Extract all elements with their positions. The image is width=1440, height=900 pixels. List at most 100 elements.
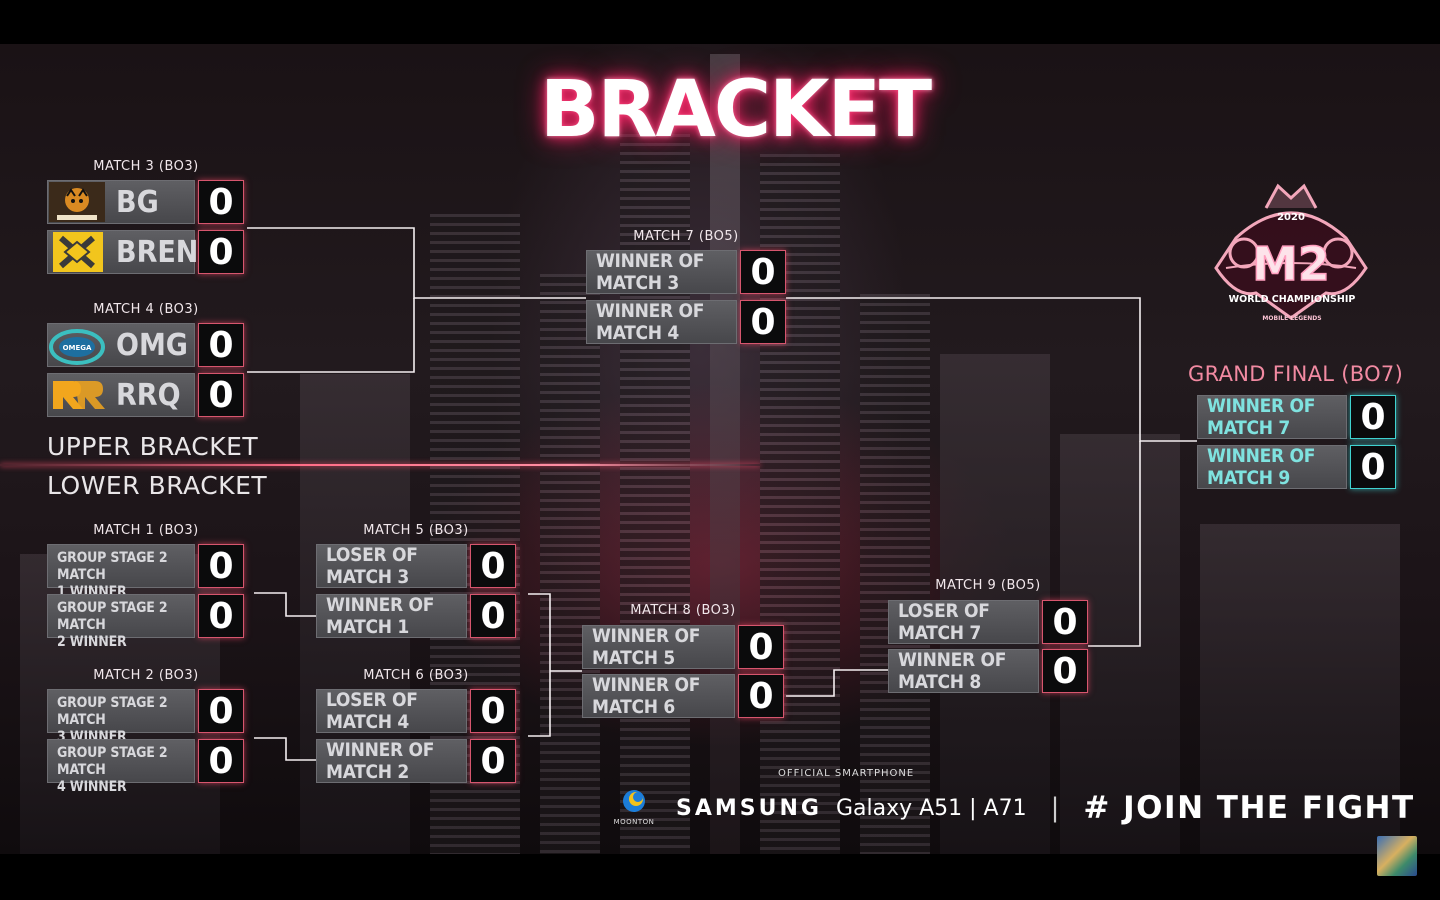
bracket-connector <box>786 669 888 697</box>
moonton-logo: MOONTON <box>606 788 662 826</box>
slot-name-box: LOSER OF MATCH 7 <box>888 600 1039 644</box>
building-bg <box>1060 434 1180 854</box>
bren-esports-logo-icon <box>48 231 106 273</box>
slot-name-box: WINNER OF MATCH 1 <box>316 594 467 638</box>
match-6-slot-2[interactable]: WINNER OF MATCH 2 0 <box>316 739 516 783</box>
team-name-box: BG <box>47 180 195 224</box>
match-4-slot-2[interactable]: RRQ 0 <box>47 373 244 417</box>
bracket-divider <box>0 464 760 466</box>
building-bg <box>710 54 740 854</box>
slot-name-box: WINNER OF MATCH 3 <box>586 250 737 294</box>
slot-name-box: GROUP STAGE 2 MATCH 3 WINNER <box>47 689 195 745</box>
page-title: BRACKET <box>540 65 932 155</box>
match-2-slot-2[interactable]: GROUP STAGE 2 MATCH 4 WINNER 0 <box>47 739 244 795</box>
match-2-label: MATCH 2 (BO3) <box>93 668 199 683</box>
slot-name-box: LOSER OF MATCH 4 <box>316 689 467 733</box>
grand-final-slot-1[interactable]: WINNER OF MATCH 7 0 <box>1197 395 1396 439</box>
moonton-icon <box>623 790 645 812</box>
slot-name-line2: 4 WINNER <box>57 779 127 795</box>
score: 0 <box>198 594 244 638</box>
slot-name: WINNER OF MATCH 1 <box>326 594 435 638</box>
match-4-label: MATCH 4 (BO3) <box>93 302 199 317</box>
building-bg <box>540 274 600 854</box>
svg-text:OMEGA: OMEGA <box>63 344 92 352</box>
score: 0 <box>470 544 516 588</box>
score: 0 <box>198 323 244 367</box>
bracket-connector <box>254 737 316 761</box>
bracket-connector <box>247 298 415 373</box>
bracket-connector <box>254 592 316 617</box>
match-8-slot-1[interactable]: WINNER OF MATCH 5 0 <box>582 625 784 669</box>
match-1-slot-1[interactable]: GROUP STAGE 2 MATCH 1 WINNER 0 <box>47 544 244 600</box>
official-smartphone-label: OFFICIAL SMARTPHONE <box>778 768 915 779</box>
slot-name-box: GROUP STAGE 2 MATCH 2 WINNER <box>47 594 195 650</box>
slot-name-box: WINNER OF MATCH 2 <box>316 739 467 783</box>
match-3-slot-2[interactable]: BREN 0 <box>47 230 244 274</box>
match-4-slot-1[interactable]: OMEGA OMG 0 <box>47 323 244 367</box>
hashtag: # JOIN THE FIGHT <box>1083 790 1415 826</box>
match-7-slot-1[interactable]: WINNER OF MATCH 3 0 <box>586 250 786 294</box>
score: 0 <box>198 230 244 274</box>
score: 0 <box>198 180 244 224</box>
score: 0 <box>198 689 244 733</box>
grand-final-slot-2[interactable]: WINNER OF MATCH 9 0 <box>1197 445 1396 489</box>
team-name: BG <box>116 184 159 220</box>
match-9-slot-2[interactable]: WINNER OF MATCH 8 0 <box>888 649 1088 693</box>
match-9-slot-1[interactable]: LOSER OF MATCH 7 0 <box>888 600 1088 644</box>
slot-name: WINNER OF MATCH 6 <box>592 674 701 718</box>
match-9-label: MATCH 9 (BO5) <box>935 578 1041 593</box>
slot-name: WINNER OF MATCH 2 <box>326 739 435 783</box>
channel-avatar[interactable] <box>1377 836 1417 876</box>
slot-name-box: GROUP STAGE 2 MATCH 1 WINNER <box>47 544 195 600</box>
match-6-slot-1[interactable]: LOSER OF MATCH 4 0 <box>316 689 516 733</box>
slot-name: WINNER OF MATCH 3 <box>596 250 705 294</box>
slot-name-box: WINNER OF MATCH 6 <box>582 674 735 718</box>
logo-sub: MOBILE LEGENDS <box>1262 315 1321 322</box>
slot-name: WINNER OF MATCH 8 <box>898 649 1007 693</box>
match-1-slot-2[interactable]: GROUP STAGE 2 MATCH 2 WINNER 0 <box>47 594 244 650</box>
logo-mark: M2 <box>1252 237 1330 291</box>
match-1-label: MATCH 1 (BO3) <box>93 523 199 538</box>
bracket-connector <box>247 227 586 299</box>
score: 0 <box>198 373 244 417</box>
logo-ribbon: WORLD CHAMPIONSHIP <box>1229 294 1356 305</box>
score: 0 <box>738 674 784 718</box>
slot-name: WINNER OF MATCH 5 <box>592 625 701 669</box>
score: 0 <box>470 739 516 783</box>
bracket-connector <box>786 297 1197 442</box>
grand-final-label: GRAND FINAL (BO7) <box>1188 362 1404 386</box>
separator: | <box>1050 793 1060 823</box>
galaxy-models: Galaxy A51 | A71 <box>835 795 1027 821</box>
match-5-slot-2[interactable]: WINNER OF MATCH 1 0 <box>316 594 516 638</box>
match-2-slot-1[interactable]: GROUP STAGE 2 MATCH 3 WINNER 0 <box>47 689 244 745</box>
slot-name-box: WINNER OF MATCH 5 <box>582 625 735 669</box>
slot-name-box: GROUP STAGE 2 MATCH 4 WINNER <box>47 739 195 795</box>
upper-bracket-label: UPPER BRACKET <box>47 432 259 461</box>
building-bg <box>1200 524 1400 854</box>
team-name: RRQ <box>116 377 181 413</box>
slot-name-box: WINNER OF MATCH 7 <box>1197 395 1347 439</box>
match-5-slot-1[interactable]: LOSER OF MATCH 3 0 <box>316 544 516 588</box>
sponsor-banner: SAMSUNG Galaxy A51 | A71 | # JOIN THE FI… <box>676 790 1415 826</box>
match-8-slot-2[interactable]: WINNER OF MATCH 6 0 <box>582 674 784 718</box>
score: 0 <box>470 689 516 733</box>
slot-name-box: WINNER OF MATCH 9 <box>1197 445 1347 489</box>
team-name: BREN <box>116 234 199 270</box>
match-8-label: MATCH 8 (BO3) <box>630 603 736 618</box>
score: 0 <box>198 544 244 588</box>
omega-logo-icon: OMEGA <box>48 324 106 366</box>
score: 0 <box>740 250 786 294</box>
match-3-slot-1[interactable]: BG 0 <box>47 180 244 224</box>
samsung-wordmark: SAMSUNG <box>676 795 822 821</box>
slot-name: LOSER OF MATCH 7 <box>898 600 990 644</box>
slot-name: LOSER OF MATCH 4 <box>326 689 418 733</box>
score: 0 <box>470 594 516 638</box>
bracket-connector <box>1088 441 1141 647</box>
bracket-connector <box>528 593 551 737</box>
match-7-slot-2[interactable]: WINNER OF MATCH 4 0 <box>586 300 786 344</box>
slot-name-box: LOSER OF MATCH 3 <box>316 544 467 588</box>
moonton-text: MOONTON <box>613 818 655 826</box>
score: 0 <box>1350 395 1396 439</box>
slot-name: WINNER OF MATCH 7 <box>1207 395 1316 439</box>
slot-name-line1: GROUP STAGE 2 MATCH <box>57 695 168 728</box>
